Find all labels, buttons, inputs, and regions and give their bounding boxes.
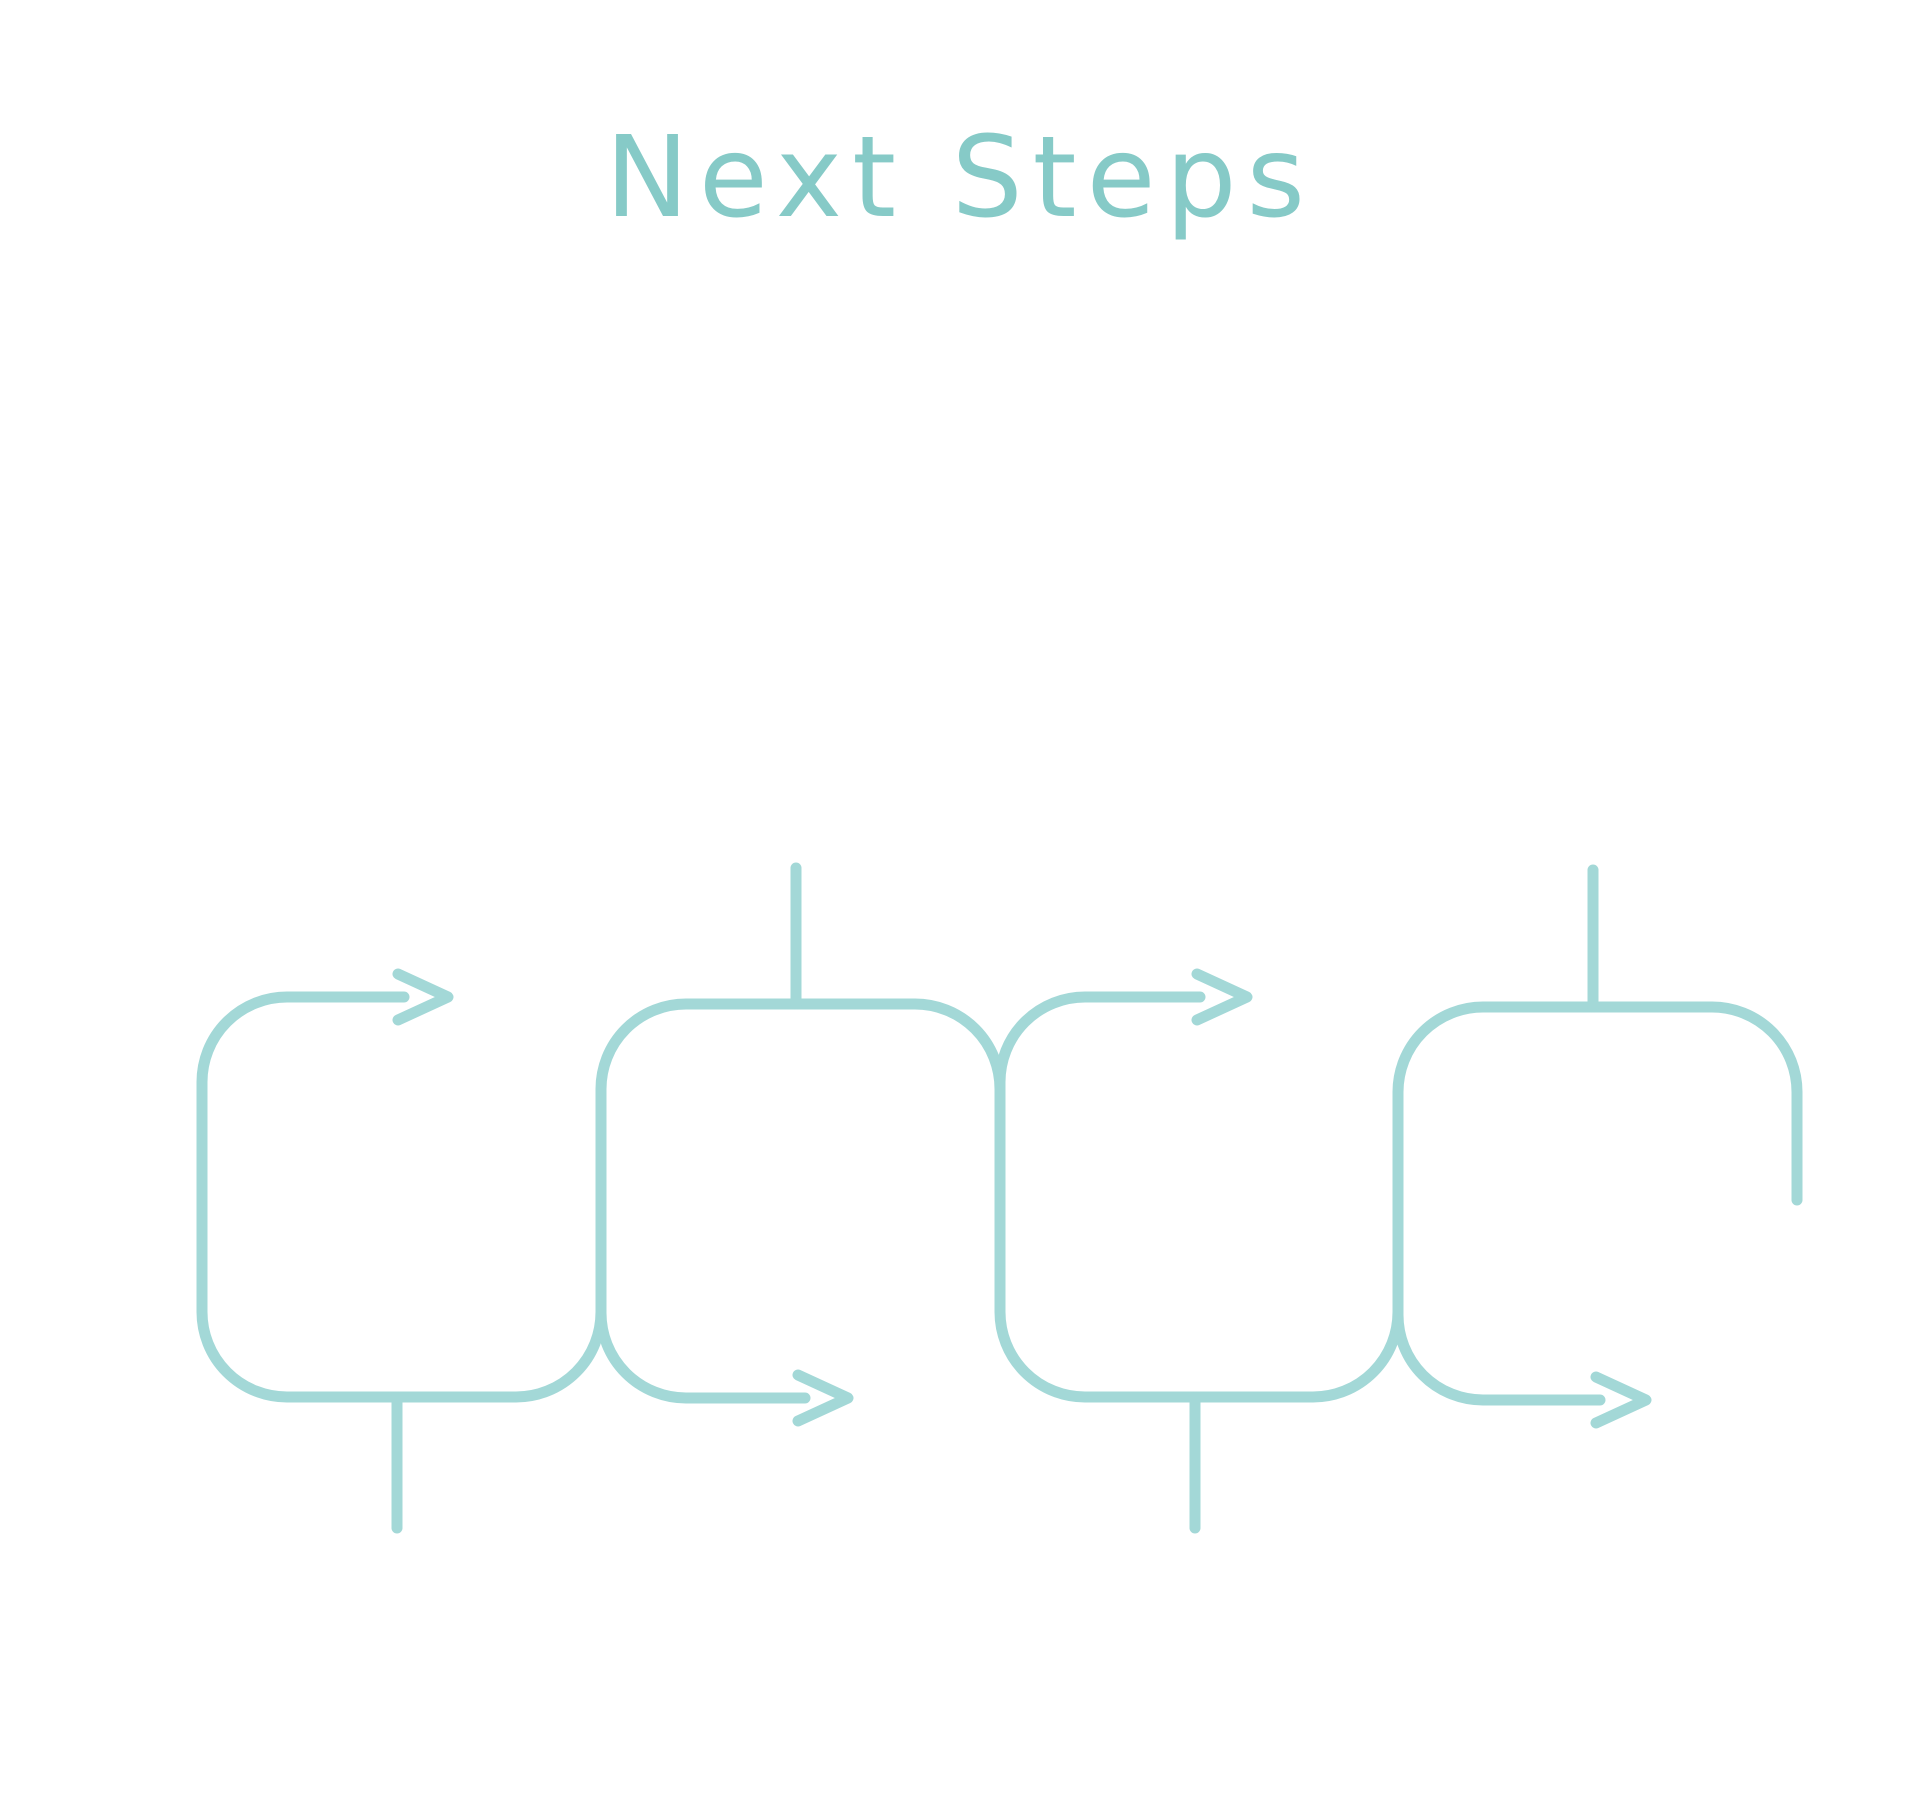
arrow-right-icon [792, 1369, 854, 1427]
step-1-loop [196, 991, 607, 1403]
step-4-loop [1392, 1001, 1803, 1406]
step-2-loop [595, 998, 1006, 1404]
step-2 [595, 862, 1006, 1427]
arrow-right-icon [392, 968, 454, 1026]
step-3 [994, 968, 1404, 1534]
arrow-right-icon [1590, 1371, 1652, 1429]
arrow-right-icon [1191, 968, 1253, 1026]
page-title: Next Steps [605, 113, 1315, 243]
step-3-loop [994, 991, 1404, 1403]
step-1 [196, 968, 607, 1534]
step-4 [1392, 864, 1803, 1429]
